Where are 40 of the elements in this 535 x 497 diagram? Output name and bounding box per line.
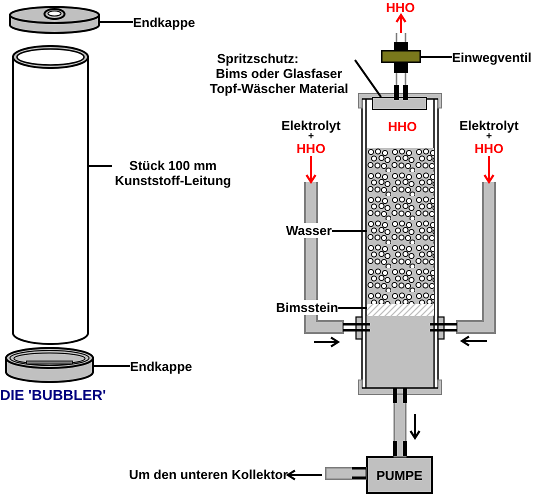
component-label: PUMPE <box>376 468 423 482</box>
leader-line <box>421 56 452 58</box>
leader-line <box>94 365 130 367</box>
leader-line <box>100 21 133 23</box>
plastic-tube <box>12 45 89 345</box>
leader-line <box>332 230 367 232</box>
pumice-layer <box>367 304 434 316</box>
arrow <box>305 156 317 184</box>
part-description: Bims oder Glasfaser Topf-Wäscher Material <box>208 66 350 96</box>
end-cap <box>9 6 100 34</box>
leader-line <box>89 165 112 167</box>
part-label: Stück 100 mm Kunststoff-Leitung <box>112 158 234 188</box>
arrow <box>483 156 495 184</box>
pipe <box>395 395 405 456</box>
plus-sign: + <box>486 133 492 141</box>
pump-box <box>366 456 433 494</box>
plus-sign: + <box>308 133 314 141</box>
gas-label: HHO <box>388 119 417 134</box>
part-label: Spritzschutz: <box>217 51 299 66</box>
splash-guard <box>372 97 427 110</box>
gas-label: HHO <box>296 141 326 156</box>
figure-caption: DIE 'BUBBLER' <box>0 389 106 404</box>
arrow <box>395 14 407 33</box>
check-valve <box>381 33 421 63</box>
leader-line <box>354 59 382 98</box>
gas-label: HHO <box>386 0 415 15</box>
part-label: Endkappe <box>133 15 196 30</box>
part-label: Wasser <box>286 223 332 238</box>
gas-label: HHO <box>474 141 504 156</box>
part-label: Bimsstein <box>276 300 338 315</box>
end-cap <box>5 347 94 383</box>
part-label: Einwegventil <box>452 50 532 65</box>
inlet-pipe <box>430 182 496 340</box>
arrow <box>286 469 322 481</box>
fluid-label: Elektrolyt <box>281 118 341 133</box>
fluid-label: Elektrolyt <box>459 118 519 133</box>
part-label: Endkappe <box>130 359 192 374</box>
water-with-bubbles <box>367 148 434 304</box>
destination-label: Um den unteren Kollektor <box>129 467 288 482</box>
leader-line <box>338 307 367 309</box>
